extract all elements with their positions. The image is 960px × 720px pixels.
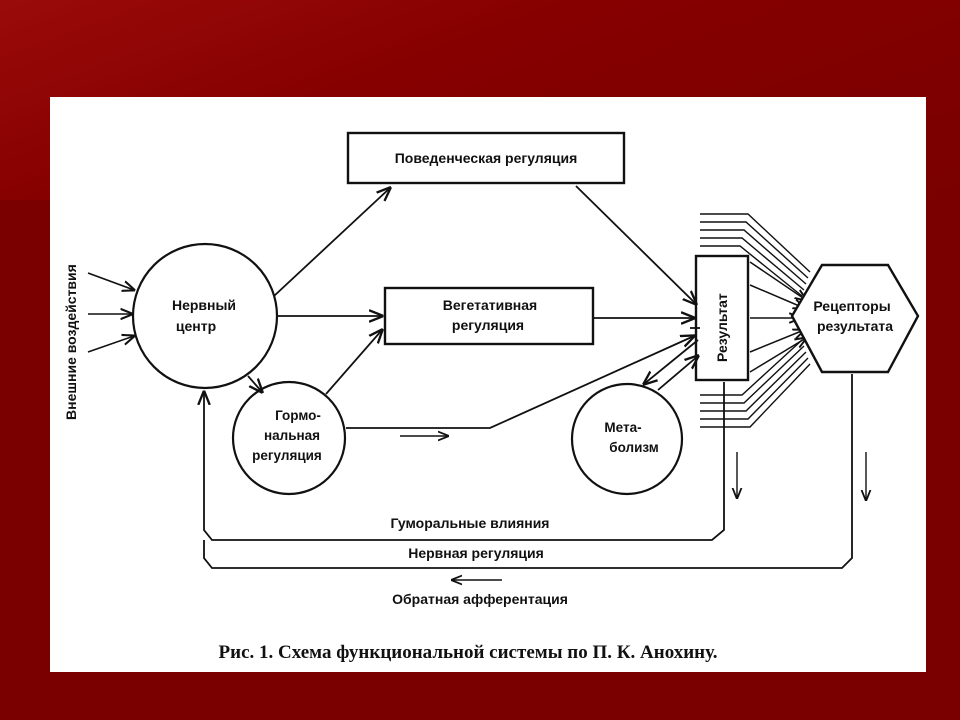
hormonal-regulation-node — [231, 380, 347, 496]
result-box — [694, 254, 750, 382]
feedback-afferentation-label: Обратная афферентация — [392, 591, 568, 607]
receptors-label-2: результата — [817, 318, 893, 334]
receptors-label-1: Рецепторы — [813, 298, 890, 314]
nerve-center-label-2: центр — [176, 318, 216, 334]
figure-caption: Рис. 1. Схема функциональной системы по … — [219, 642, 718, 663]
vegetative-regulation-label-1: Вегетативная — [443, 297, 537, 313]
result-to-receptor-arrows — [749, 261, 806, 373]
metabolism-label-2: болизм — [609, 440, 659, 455]
metabolism-label-1: Мета- — [604, 420, 641, 435]
flow-arrows — [247, 186, 700, 429]
vegetative-regulation-label-2: регуляция — [452, 317, 524, 333]
behavioral-regulation-label: Поведенческая регуляция — [395, 150, 578, 166]
external-arrows — [87, 272, 134, 353]
vegetative-regulation-box — [383, 286, 595, 346]
receptors-node — [790, 263, 920, 374]
hormonal-label-1: Гормо- — [275, 408, 321, 423]
result-parameter-lines — [700, 213, 811, 428]
hormonal-label-3: регуляция — [252, 448, 322, 463]
behavioral-regulation-box — [346, 131, 626, 185]
feedback-lines — [204, 374, 853, 569]
result-label: Результат — [714, 293, 730, 362]
external-label: Внешние воздействия — [63, 264, 79, 420]
nerve-center-node — [131, 242, 279, 390]
nervous-regulation-label: Нервная регуляция — [408, 545, 544, 561]
humoral-influences-label: Гуморальные влияния — [391, 515, 550, 531]
hormonal-label-2: нальная — [264, 428, 320, 443]
metabolism-node — [570, 382, 684, 496]
nerve-center-label-1: Нервный — [172, 297, 236, 313]
